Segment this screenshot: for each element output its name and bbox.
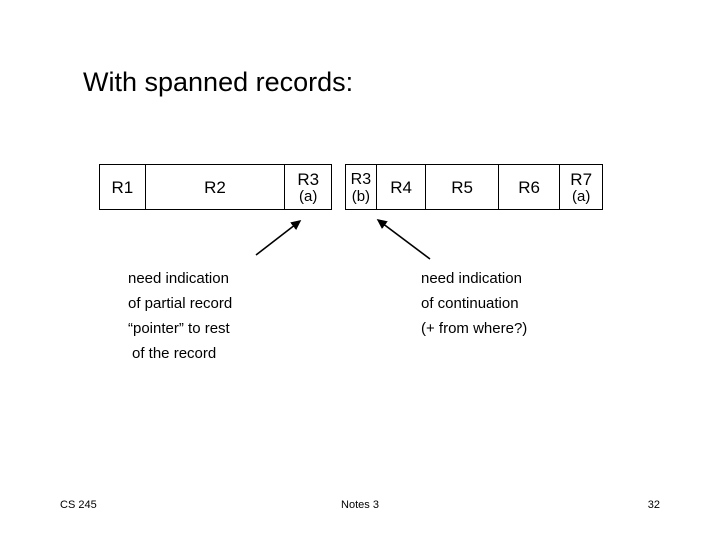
record-cell-sublabel: (a) [299,187,318,205]
arrow-to-partial-record [255,220,302,256]
record-cell-r6: R6 [499,165,561,209]
record-cell-r4: R4 [377,165,427,209]
record-cell-r7a: R7 (a) [560,165,602,209]
record-cell-r1: R1 [100,165,146,209]
note-line: of the record [132,345,217,362]
page-title: With spanned records: [83,67,354,97]
record-block-right: R3 (b) R4 R5 R6 R7 (a) [345,164,603,210]
note-line: of continuation [421,295,519,312]
record-cell-label: R3 [350,170,372,188]
record-cell-label: R2 [204,177,226,197]
record-cell-label: R6 [518,177,540,197]
footer-notes-label: Notes 3 [341,499,379,511]
record-cell-label: R7 [570,169,593,189]
record-cell-sublabel: (b) [351,187,371,205]
record-cell-label: R3 [297,169,320,189]
arrow-to-continuation [376,219,431,260]
record-cell-label: R5 [451,177,473,197]
note-partial-record: need indication of partial record “point… [128,266,232,366]
record-cell-r2: R2 [146,165,286,209]
record-cell-r5: R5 [426,165,499,209]
record-cell-label: R1 [111,177,134,197]
record-cell-label: R4 [390,177,412,197]
note-line: need indication [421,270,522,287]
note-line: need indication [128,270,229,287]
slide-footer: CS 245 Notes 3 32 [0,495,720,515]
note-line: (+ from where?) [421,320,528,337]
record-cell-r3a: R3 (a) [285,165,331,209]
record-cell-r3b: R3 (b) [346,165,377,209]
record-block-left: R1 R2 R3 (a) [99,164,332,210]
footer-page-number: 32 [647,499,660,511]
footer-course: CS 245 [60,499,97,511]
note-line: of partial record [128,295,233,312]
note-continuation: need indication of continuation (+ from … [421,266,527,341]
note-line: “pointer” to rest [128,320,230,337]
record-cell-sublabel: (a) [571,187,591,205]
